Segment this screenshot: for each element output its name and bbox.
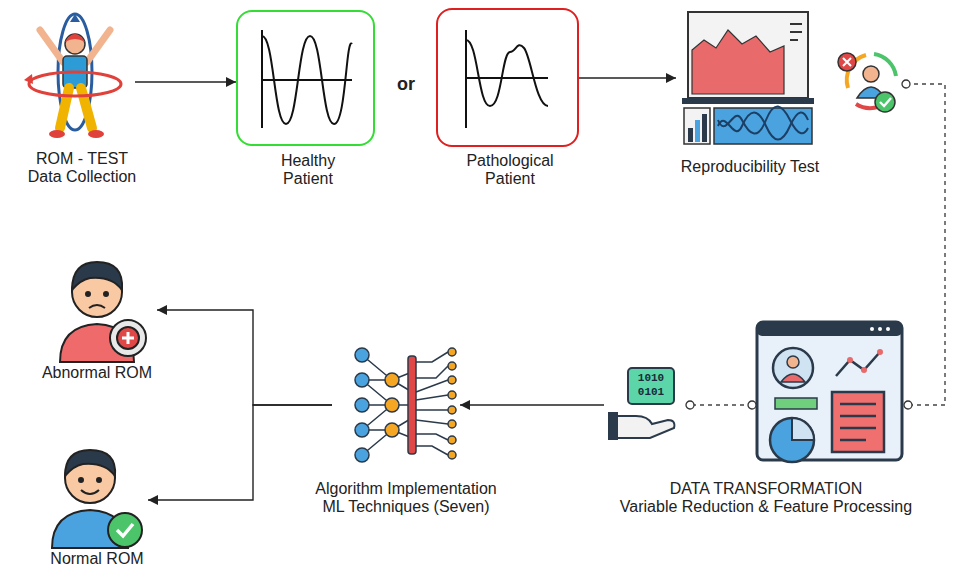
pathological-box: Pathological Patient [436, 8, 579, 147]
connector-segment [460, 404, 604, 405]
binary-text: 1010 [628, 372, 674, 385]
neural-network-icon [355, 348, 456, 462]
healthy-box: Healthy Patient [236, 10, 375, 146]
flow-connector [579, 78, 676, 79]
normal-person-icon [52, 450, 142, 548]
transformation-node: DATA TRANSFORMATIONVariable Reduction & … [752, 318, 908, 466]
rom-figure [24, 14, 121, 138]
data-hand-icon [608, 368, 674, 440]
data-transformation-icon [757, 322, 902, 462]
node-caption: Abnormal ROM [27, 364, 167, 382]
node-caption: ROM - TEST Data Collection [20, 150, 144, 187]
caption-text: Algorithm Implementation [271, 480, 541, 498]
abnormal-node: Abnormal ROM [57, 262, 157, 362]
connector-segment [135, 81, 236, 82]
node-caption: Normal ROM [37, 550, 157, 568]
pathological-waveform [466, 30, 548, 128]
caption-text: ROM - TEST Data Collection [20, 150, 144, 187]
reproducibility-node: Reproducibility Test [676, 10, 906, 146]
caption-text: Normal ROM [37, 550, 157, 568]
algorithm-node: Algorithm ImplementationML Techniques (S… [332, 345, 460, 463]
reproducibility-icon [682, 12, 814, 144]
connector-segment [579, 77, 676, 78]
connector-segment [690, 404, 752, 405]
healthy-waveform [262, 30, 352, 128]
flow-connector [157, 310, 332, 405]
caption-text: Reproducibility Test [660, 158, 840, 176]
node-caption: DATA TRANSFORMATIONVariable Reduction & … [591, 480, 941, 517]
flow-connector [460, 405, 752, 406]
caption-text: Abnormal ROM [27, 364, 167, 382]
caption-text: ML Techniques (Seven) [271, 498, 541, 516]
abnormal-person-icon [60, 262, 146, 362]
connector-word: or [386, 74, 426, 95]
caption-text: Variable Reduction & Feature Processing [591, 498, 941, 516]
node-caption: Pathological Patient [450, 152, 570, 189]
normal-node: Normal ROM [48, 450, 148, 548]
flow-connector [135, 82, 236, 83]
node-caption: Algorithm ImplementationML Techniques (S… [271, 480, 541, 517]
caption-text: Healthy Patient [263, 152, 353, 189]
connector-segment [148, 405, 332, 500]
connector-segment [906, 84, 945, 405]
flow-connector [906, 84, 945, 405]
caption-text: Pathological Patient [450, 152, 570, 189]
evaluation-icon [838, 53, 896, 112]
binary-text: 0101 [628, 386, 674, 399]
node-caption: Healthy Patient [263, 152, 353, 189]
rom-test-node: ROM - TEST Data Collection [15, 15, 135, 140]
caption-text: DATA TRANSFORMATION [591, 480, 941, 498]
flow-connector [148, 405, 332, 500]
node-caption: Reproducibility Test [660, 158, 840, 176]
connector-segment [157, 310, 332, 405]
